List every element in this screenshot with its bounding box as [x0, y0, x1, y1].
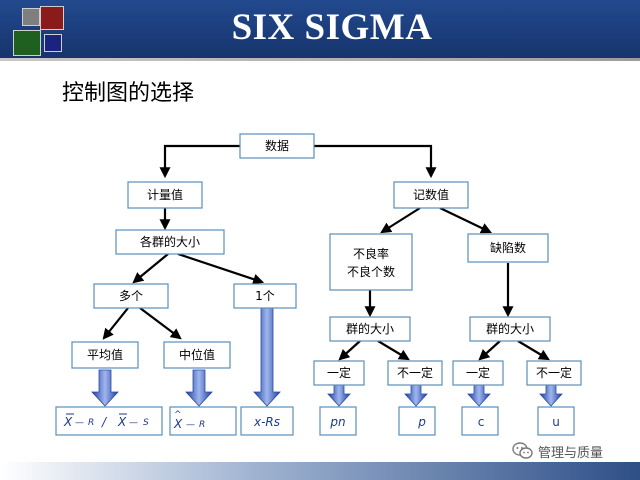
result-arrows	[91, 307, 563, 407]
svg-text:p: p	[417, 415, 426, 429]
result-nodes: X — R / X — S ^ X — R x-Rs pn p c u	[55, 406, 575, 436]
svg-text:x-Rs: x-Rs	[253, 415, 280, 429]
svg-text:R: R	[88, 418, 94, 428]
logo-square-red	[40, 6, 64, 30]
svg-text:c: c	[478, 415, 485, 429]
edge-count-defectrate	[380, 207, 421, 234]
svg-text:^: ^	[174, 410, 182, 420]
edge-count-defects	[439, 207, 492, 234]
result-pn: pn	[319, 406, 357, 436]
node-group-size-right: 群的大小	[469, 316, 551, 342]
block-arrow-median	[185, 369, 213, 407]
diagram-nodes: 数据 计量值 记数值 各群的大小 多个 1个 平均值 中位值 不良率 不良个数 …	[71, 133, 582, 386]
svg-text:不良个数: 不良个数	[347, 264, 395, 279]
control-chart-selection-diagram: 数据 计量值 记数值 各群的大小 多个 1个 平均值 中位值 不良率 不良个数 …	[55, 133, 582, 436]
edge-many-average	[102, 307, 129, 340]
logo-square-blue	[44, 34, 62, 52]
block-arrow-average	[91, 369, 119, 407]
result-u: u	[537, 406, 575, 436]
svg-text:u: u	[552, 415, 560, 429]
header-bar	[0, 0, 640, 58]
result-median-r: ^ X — R	[169, 406, 237, 436]
block-arrow-pn	[327, 383, 351, 407]
svg-text:—: —	[186, 420, 195, 430]
svg-text:R: R	[199, 420, 205, 430]
block-arrow-one	[253, 307, 281, 407]
svg-text:pn: pn	[329, 415, 345, 429]
logo-square-green	[13, 30, 41, 56]
edge-groupsize-many	[132, 253, 169, 284]
svg-text:计量值: 计量值	[147, 187, 183, 202]
node-many: 多个	[93, 283, 169, 309]
node-defects: 缺陷数	[467, 233, 549, 263]
svg-text:S: S	[143, 418, 149, 428]
watermark: 管理与质量	[512, 440, 603, 462]
header-divider	[0, 58, 640, 61]
node-group-size-mid: 群的大小	[329, 316, 411, 342]
svg-text:平均值: 平均值	[87, 347, 123, 362]
edge-root-measure	[159, 144, 240, 179]
node-root: 数据	[239, 133, 315, 159]
footer-bar	[0, 462, 640, 480]
svg-text:/: /	[101, 415, 108, 429]
node-group-size-left: 各群的大小	[115, 229, 225, 255]
node-average: 平均值	[71, 341, 139, 369]
edge-gsright-const	[478, 340, 501, 361]
edge-gsright-var	[517, 340, 550, 361]
svg-text:记数值: 记数值	[413, 187, 449, 202]
edge-root-count	[314, 144, 437, 179]
svg-text:各群的大小: 各群的大小	[140, 234, 200, 249]
svg-text:X: X	[173, 417, 183, 431]
svg-text:不一定: 不一定	[536, 365, 572, 380]
edge-gsmid-const	[338, 340, 361, 361]
svg-text:1个: 1个	[255, 289, 275, 303]
slide-title: 控制图的选择	[62, 81, 195, 106]
svg-text:一定: 一定	[327, 365, 351, 380]
node-var-a: 不一定	[387, 360, 443, 386]
svg-text:不一定: 不一定	[397, 365, 433, 380]
svg-text:多个: 多个	[119, 289, 143, 303]
result-p: p	[398, 406, 436, 436]
diagram-edges	[102, 144, 550, 361]
result-xbar-r-xbar-s: X — R / X — S	[55, 406, 163, 436]
svg-text:一定: 一定	[466, 365, 490, 380]
block-arrow-p	[404, 383, 428, 407]
node-count: 记数值	[393, 181, 469, 209]
svg-text:—: —	[129, 418, 138, 428]
svg-text:—: —	[75, 418, 84, 428]
block-arrow-c	[467, 383, 491, 407]
app-title: SIX SIGMA	[231, 7, 433, 48]
node-median: 中位值	[163, 341, 231, 369]
edge-gsmid-var	[377, 340, 410, 361]
svg-text:数据: 数据	[265, 138, 289, 153]
node-one: 1个	[233, 283, 297, 309]
edge-many-median	[139, 307, 182, 340]
logo-square-gray	[22, 8, 40, 26]
svg-text:中位值: 中位值	[179, 347, 215, 362]
svg-text:缺陷数: 缺陷数	[490, 240, 526, 255]
node-defect-rate: 不良率 不良个数	[329, 233, 413, 291]
result-c: c	[461, 406, 499, 436]
svg-text:X: X	[117, 415, 127, 429]
svg-text:不良率: 不良率	[353, 246, 389, 261]
node-var-b: 不一定	[526, 360, 582, 386]
wechat-icon	[512, 442, 533, 459]
node-const-b: 一定	[452, 360, 504, 386]
result-x-rs: x-Rs	[240, 406, 294, 436]
svg-text:X: X	[63, 415, 73, 429]
svg-text:群的大小: 群的大小	[346, 321, 394, 336]
node-measure: 计量值	[127, 181, 203, 209]
block-arrow-u	[539, 383, 563, 407]
watermark-text: 管理与质量	[538, 445, 604, 461]
edge-groupsize-one	[177, 252, 265, 285]
node-const-a: 一定	[313, 360, 365, 386]
svg-text:群的大小: 群的大小	[486, 321, 534, 336]
